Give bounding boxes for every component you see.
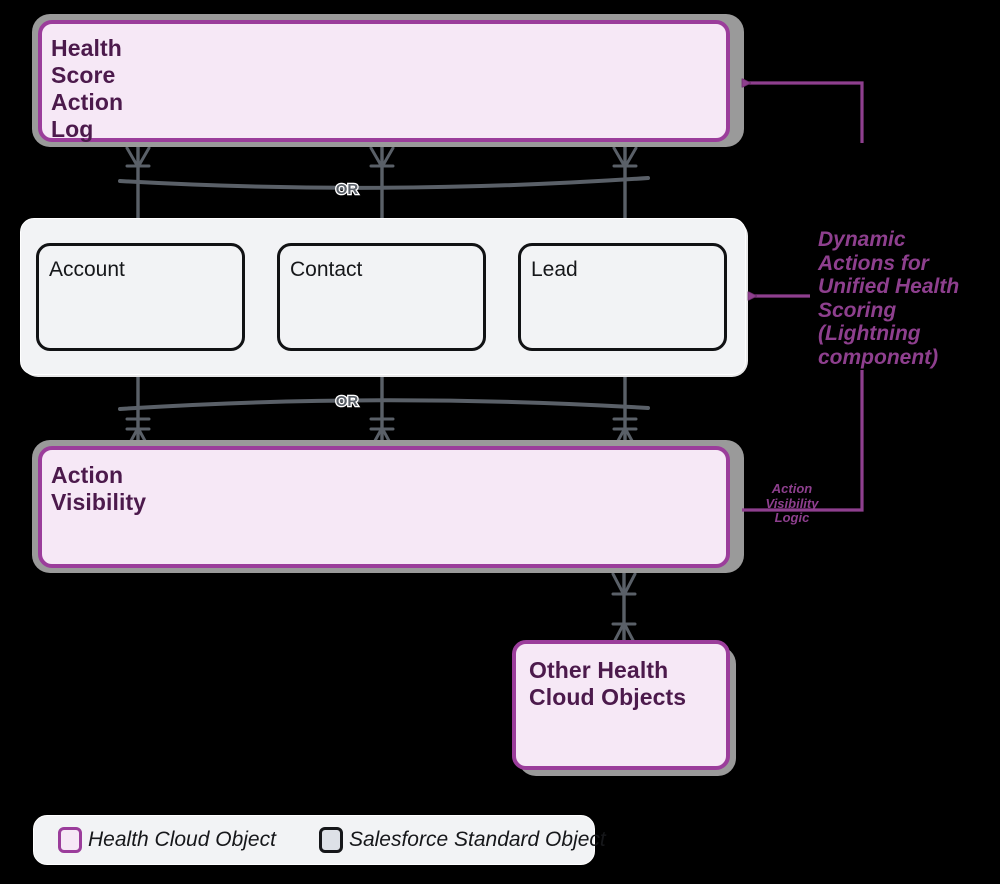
- or-arc-bottom: [118, 398, 650, 411]
- action-visibility-label: Action Visibility: [51, 462, 147, 516]
- annotation-action-visibility-logic-line-1: Visibility: [765, 495, 819, 511]
- contact-label: Contact: [290, 258, 363, 281]
- or-label-top: OR: [336, 181, 359, 198]
- callout-line-action-visibility-logic: [742, 370, 864, 512]
- annotation-action-visibility-logic-line-2: Logic: [774, 510, 810, 526]
- crowsfoot-many-top-group: [125, 144, 638, 169]
- other-health-cloud-objects-label: Other Health Cloud Objects: [529, 657, 719, 711]
- crowsfoot-many-hsal-lead: [612, 144, 638, 169]
- annotation-action-visibility-logic: Action Visibility Logic: [758, 481, 826, 526]
- crowsfoot-many-hsal-contact: [369, 144, 395, 169]
- legend-item-health-cloud-object: Health Cloud Object: [58, 827, 276, 853]
- legend-label-health-cloud-object: Health Cloud Object: [88, 828, 276, 851]
- annotation-dynamic-actions-line-0: Dynamic: [818, 228, 906, 251]
- annotation-dynamic-actions-line-5: component): [818, 345, 939, 369]
- legend-item-salesforce-standard-object: Salesforce Standard Object: [318, 827, 606, 853]
- health-cloud-swatch-icon: [58, 827, 82, 853]
- other-health-cloud-objects-line1: Other Health: [529, 657, 669, 683]
- or-label-bottom: OR: [336, 393, 359, 410]
- annotation-dynamic-actions-line-1: Actions for: [818, 251, 929, 275]
- other-health-cloud-objects-box: [512, 640, 730, 770]
- lead-label: Lead: [531, 258, 578, 281]
- salesforce-standard-swatch-icon: [318, 827, 343, 853]
- legend: Health Cloud Object Salesforce Standard …: [33, 815, 606, 865]
- annotation-dynamic-actions-line-4: (Lightning: [818, 322, 921, 346]
- node-lead[interactable]: [518, 243, 727, 351]
- health-score-action-log-box: [38, 20, 730, 142]
- annotation-dynamic-actions-line-3: Scoring: [818, 298, 897, 322]
- annotation-dynamic-actions-line-2: Unified Health: [818, 275, 960, 299]
- crowsfoot-many-av-other-top: [611, 572, 637, 597]
- or-arc-top: [118, 176, 650, 190]
- callout-line-dynamic-actions-to-hsal: [742, 83, 864, 143]
- node-contact[interactable]: [277, 243, 486, 351]
- annotation-dynamic-actions: Dynamic Actions for Unified Health Scori…: [818, 228, 990, 369]
- annotation-action-visibility-logic-line-0: Action: [771, 481, 813, 496]
- crowsfoot-many-hsal-account: [125, 144, 151, 169]
- other-health-cloud-objects-line2: Cloud Objects: [529, 684, 687, 711]
- account-label: Account: [49, 258, 125, 281]
- health-score-action-log-label: Health Score Action Log: [51, 35, 124, 143]
- legend-label-salesforce-standard-object: Salesforce Standard Object: [348, 828, 606, 851]
- node-account[interactable]: [36, 243, 245, 351]
- action-visibility-box: [38, 446, 730, 568]
